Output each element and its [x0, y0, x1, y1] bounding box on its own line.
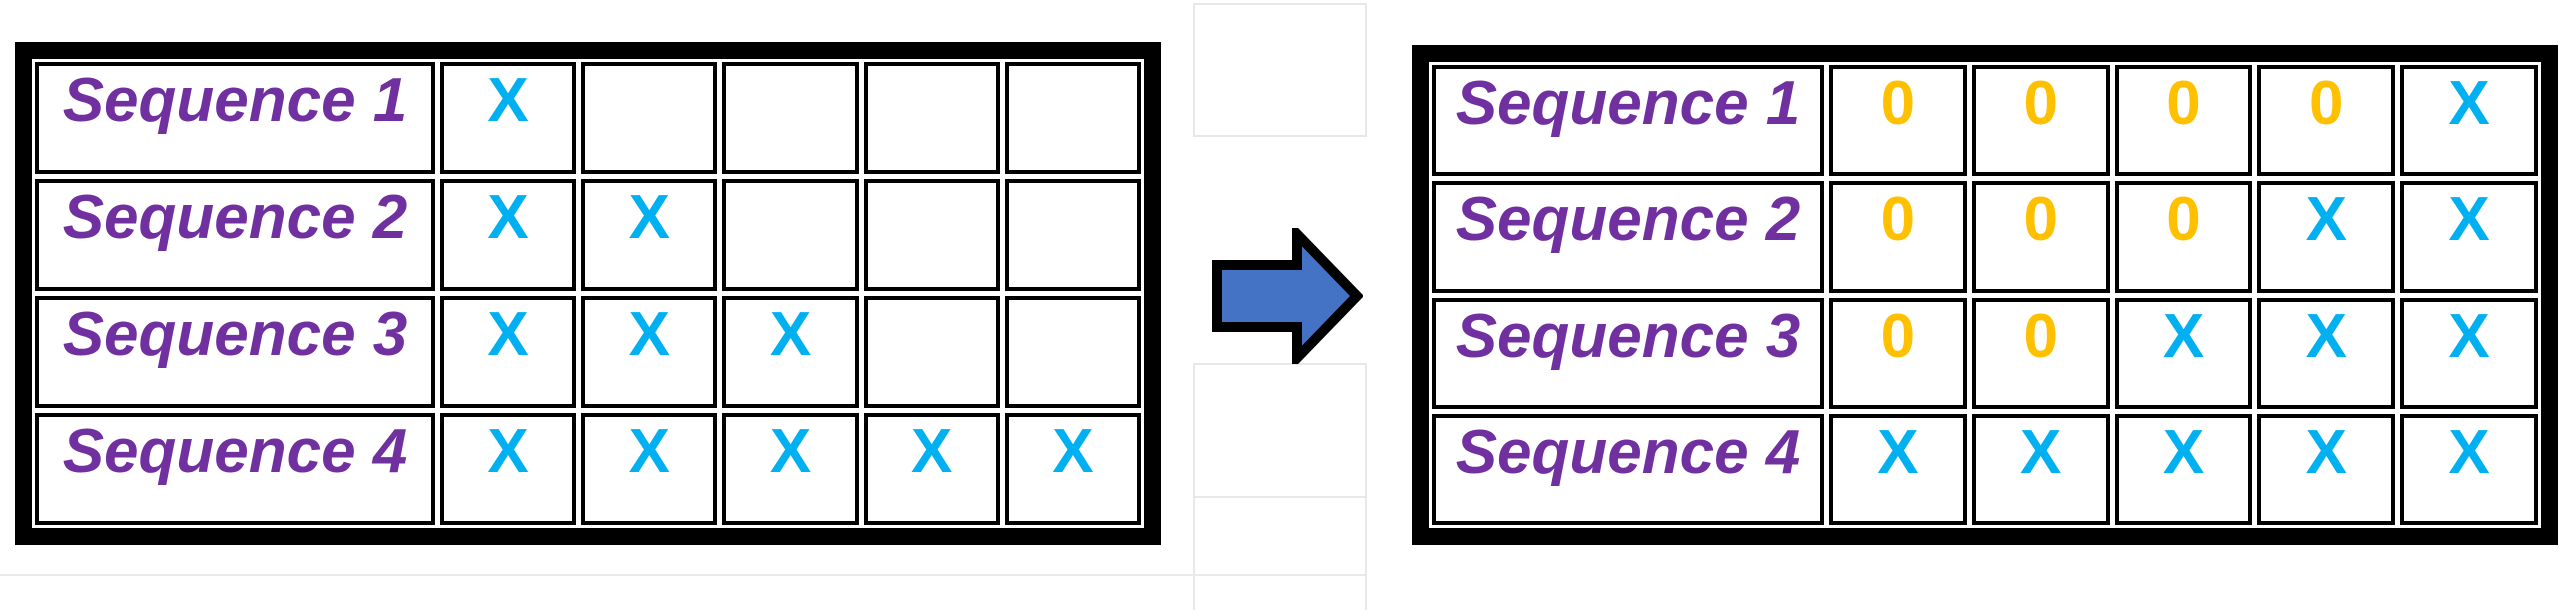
zero-pad-cell: 0: [1829, 297, 1967, 409]
zero-pad-cell: 0: [1971, 181, 2110, 293]
background-artifact-line-vertical-left: [1193, 498, 1195, 610]
empty-cell: [863, 62, 1000, 174]
x-mark-cell: X: [2400, 181, 2538, 293]
sequence-label: Sequence 1: [35, 62, 435, 174]
background-artifact-box-bottom: [1193, 363, 1367, 498]
right-arrow-shape: [1212, 228, 1363, 364]
x-mark-cell: X: [440, 179, 577, 291]
zero-pad-cell: 0: [2114, 65, 2253, 177]
zero-pad-cell: 0: [2114, 181, 2253, 293]
background-artifact-line-horizontal: [0, 574, 1367, 576]
x-mark-cell: X: [722, 296, 859, 408]
sequence-label: Sequence 4: [1432, 413, 1824, 525]
sequence-label: Sequence 2: [35, 179, 435, 291]
empty-cell: [722, 179, 859, 291]
empty-cell: [863, 296, 1000, 408]
sequence-label: Sequence 3: [35, 296, 435, 408]
empty-cell: [1004, 62, 1141, 174]
sequence-label: Sequence 1: [1432, 65, 1824, 177]
x-mark-cell: X: [722, 413, 859, 525]
zero-pad-cell: 0: [1829, 65, 1967, 177]
background-artifact-box-top: [1193, 3, 1367, 137]
x-mark-cell: X: [2257, 413, 2396, 525]
sequence-label: Sequence 2: [1432, 181, 1824, 293]
x-mark-cell: X: [2257, 181, 2396, 293]
empty-cell: [863, 179, 1000, 291]
x-mark-cell: X: [1829, 413, 1967, 525]
zero-pad-cell: 0: [1971, 65, 2110, 177]
x-mark-cell: X: [581, 413, 718, 525]
sequence-label: Sequence 3: [1432, 297, 1824, 409]
x-mark-cell: X: [581, 179, 718, 291]
x-mark-cell: X: [2400, 297, 2538, 409]
empty-cell: [722, 62, 859, 174]
x-mark-cell: X: [440, 62, 577, 174]
x-mark-cell: X: [2114, 413, 2253, 525]
x-mark-cell: X: [2257, 297, 2396, 409]
background-artifact-line-vertical-right: [1365, 498, 1367, 610]
zero-pad-cell: 0: [2257, 65, 2396, 177]
x-mark-cell: X: [1971, 413, 2110, 525]
x-mark-cell: X: [2400, 413, 2538, 525]
x-mark-cell: X: [440, 413, 577, 525]
x-mark-cell: X: [440, 296, 577, 408]
x-mark-cell: X: [1004, 413, 1141, 525]
sequence-label: Sequence 4: [35, 413, 435, 525]
empty-cell: [581, 62, 718, 174]
empty-cell: [1004, 179, 1141, 291]
zero-pad-cell: 0: [1829, 181, 1967, 293]
x-mark-cell: X: [863, 413, 1000, 525]
empty-cell: [1004, 296, 1141, 408]
x-mark-cell: X: [2114, 297, 2253, 409]
zero-pad-cell: 0: [1971, 297, 2110, 409]
x-mark-cell: X: [2400, 65, 2538, 177]
right-arrow-icon: [1211, 228, 1363, 364]
x-mark-cell: X: [581, 296, 718, 408]
